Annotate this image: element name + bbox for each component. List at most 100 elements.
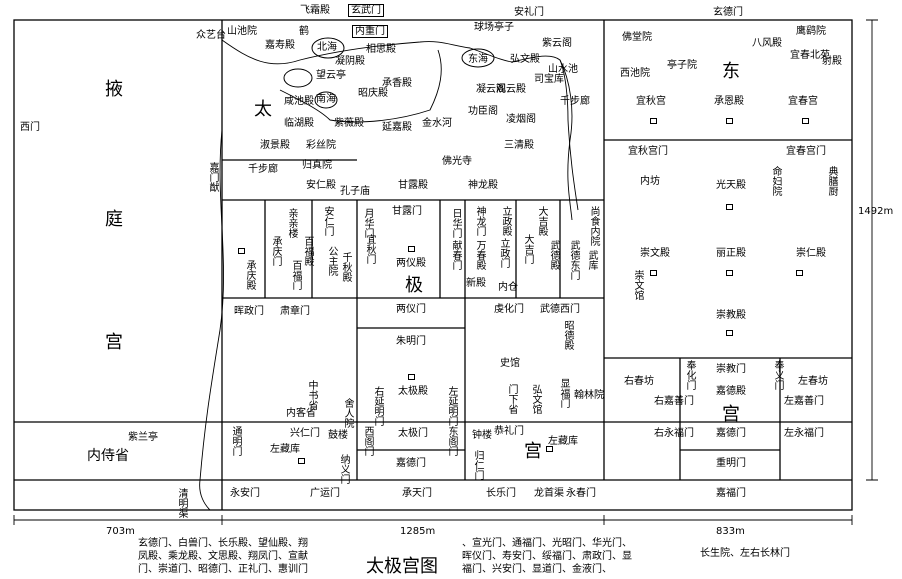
label-qianbulang-1: 千步廊 bbox=[560, 96, 590, 107]
label-neicang: 内仓 bbox=[498, 282, 518, 293]
building-marker bbox=[298, 458, 305, 464]
label-qinqinlou: 亲亲楼 bbox=[286, 208, 297, 238]
label-shanchiyuan: 山池院 bbox=[227, 26, 257, 37]
gate-feishuang: 飞霜殿 bbox=[300, 5, 330, 16]
label-jinshuihe: 金水河 bbox=[422, 118, 452, 129]
label-lingyange: 凌烟阁 bbox=[506, 114, 536, 125]
building-marker bbox=[650, 118, 657, 124]
gate-chengtian: 承天门 bbox=[402, 488, 432, 499]
palace-taiji-2: 极 bbox=[405, 275, 423, 296]
label-qianhuamen: 虔化门 bbox=[494, 304, 524, 315]
label-yiqiugong: 宜秋宫 bbox=[636, 96, 666, 107]
label-guanyundian: 观云殿 bbox=[496, 84, 526, 95]
label-gongchenge: 功臣阁 bbox=[468, 106, 498, 117]
dim-w-right: 833m bbox=[716, 526, 745, 537]
label-baifudian: 百福殿 bbox=[302, 236, 313, 266]
label-dajidian: 大吉殿 bbox=[536, 206, 547, 236]
gate-yongan: 永安门 bbox=[230, 488, 260, 499]
label-nanhai: 南海 bbox=[316, 94, 336, 105]
label-shiguan: 史馆 bbox=[500, 358, 520, 369]
label-guangtiandian: 光天殿 bbox=[716, 180, 746, 191]
label-donggemen: 东阁门 bbox=[446, 426, 457, 456]
label-sibaoku: 司宝库 bbox=[534, 74, 564, 85]
label-rihuamen: 日华门 bbox=[450, 208, 461, 238]
caption-left-1: 玄德门、白兽门、长乐殿、望仙殿、翔 bbox=[138, 538, 308, 549]
palace-donggong-gong: 宫 bbox=[722, 404, 740, 425]
label-shujingdian: 淑景殿 bbox=[260, 140, 290, 151]
label-youchunfang: 右春坊 bbox=[624, 376, 654, 387]
label-neikesheng: 内客省 bbox=[286, 408, 316, 419]
label-zhaodedian: 昭德殿 bbox=[562, 320, 573, 350]
label-baifumen: 百福门 bbox=[290, 260, 301, 290]
building-marker bbox=[238, 248, 245, 254]
label-sherenyuan: 舍人院 bbox=[342, 398, 353, 428]
label-chongrendian: 崇仁殿 bbox=[796, 248, 826, 259]
label-taijimen: 太极门 bbox=[398, 428, 428, 439]
label-youyongfumen: 右永福门 bbox=[654, 428, 694, 439]
label-zhongyitai: 众艺台 bbox=[196, 30, 226, 41]
label-shanshuichi: 山水池 bbox=[548, 64, 578, 75]
label-menxiasheng: 门下省 bbox=[506, 384, 517, 414]
gate-xuanwu: 玄武门 bbox=[348, 4, 384, 17]
building-marker bbox=[726, 204, 733, 210]
building-marker bbox=[408, 246, 415, 252]
label-ningyindian: 凝阴殿 bbox=[335, 56, 365, 67]
label-liangyimen: 两仪门 bbox=[396, 304, 426, 315]
label-jiademen-dong: 嘉德门 bbox=[716, 428, 746, 439]
label-yichunbeiyuan: 宜春北苑 bbox=[790, 50, 830, 61]
label-lizhengdian-dong: 丽正殿 bbox=[716, 248, 746, 259]
label-zuochunfang: 左春坊 bbox=[798, 376, 828, 387]
label-sanqingdian: 三清殿 bbox=[504, 140, 534, 151]
label-he: 鹤 bbox=[299, 26, 309, 37]
label-hongwenguan: 弘文馆 bbox=[530, 384, 541, 414]
building-marker bbox=[408, 374, 415, 380]
label-foguangsi: 佛光寺 bbox=[442, 156, 472, 167]
caption-mid-1: 、宣光门、通福门、光昭门、华光门、 bbox=[462, 538, 632, 549]
label-lizhengmen: 立政门 bbox=[498, 238, 509, 268]
label-chongwenguan: 崇文馆 bbox=[632, 270, 643, 300]
label-yiqiumen: 宜秋门 bbox=[364, 234, 375, 264]
label-ganlumen: 甘露门 bbox=[392, 206, 422, 217]
label-neizhongmen: 内重门 bbox=[352, 25, 388, 38]
label-fenghuamen: 奉化门 bbox=[684, 360, 695, 390]
map-title: 太极宫图 bbox=[366, 556, 438, 577]
label-zhaoqingdian: 昭庆殿 bbox=[358, 88, 388, 99]
label-xichiyuan: 西池院 bbox=[620, 68, 650, 79]
label-xiangsidian: 相思殿 bbox=[366, 44, 396, 55]
label-donghai: 东海 bbox=[468, 54, 488, 65]
building-marker bbox=[802, 118, 809, 124]
palace-dong: 东 bbox=[722, 61, 740, 82]
label-chengxiangdian: 承香殿 bbox=[382, 78, 412, 89]
building-marker bbox=[726, 330, 733, 336]
gate-changle: 长乐门 bbox=[486, 488, 516, 499]
label-nayimen: 纳义门 bbox=[338, 454, 349, 484]
palace-gong: 宫 bbox=[524, 441, 542, 462]
label-beihai: 北海 bbox=[317, 42, 337, 53]
label-jiashoudian: 嘉寿殿 bbox=[265, 40, 295, 51]
caption-mid-2: 晖仪门、寿安门、绥福门、肃政门、显 bbox=[462, 551, 632, 562]
label-zhumingmen: 朱明门 bbox=[396, 336, 426, 347]
gate-qingmingqu: 清明渠 bbox=[176, 488, 187, 518]
building-marker bbox=[726, 270, 733, 276]
label-wangyunting: 望云亭 bbox=[316, 70, 346, 81]
label-zuoyanmingmen: 左延明门 bbox=[446, 386, 457, 426]
label-bafengdian: 八风殿 bbox=[752, 38, 782, 49]
label-dajimen: 大吉门 bbox=[522, 234, 533, 264]
gate-anli: 安礼门 bbox=[514, 7, 544, 18]
label-caisiyuan: 彩丝院 bbox=[306, 140, 336, 151]
dim-w-mid: 1285m bbox=[400, 526, 436, 537]
gate-yongchun: 永春门 bbox=[566, 488, 596, 499]
dim-height: 1492m bbox=[858, 206, 894, 217]
dim-w-left: 703m bbox=[106, 526, 135, 537]
building-marker bbox=[796, 270, 803, 276]
label-tingziyuan: 亭子院 bbox=[667, 60, 697, 71]
label-chongjiaodian: 崇教殿 bbox=[716, 310, 746, 321]
label-zuoyongfumen: 左永福门 bbox=[784, 428, 824, 439]
label-suzhangmen: 肃章门 bbox=[280, 306, 310, 317]
label-wanchundian: 万春殿 bbox=[474, 240, 485, 270]
label-yanjiadian: 延嘉殿 bbox=[382, 122, 412, 133]
outer-wall bbox=[13, 19, 853, 511]
label-qianbulang-2: 千步廊 bbox=[248, 164, 278, 175]
gate-guangyun: 广运门 bbox=[310, 488, 340, 499]
gate-jiafu: 嘉福门 bbox=[716, 488, 746, 499]
